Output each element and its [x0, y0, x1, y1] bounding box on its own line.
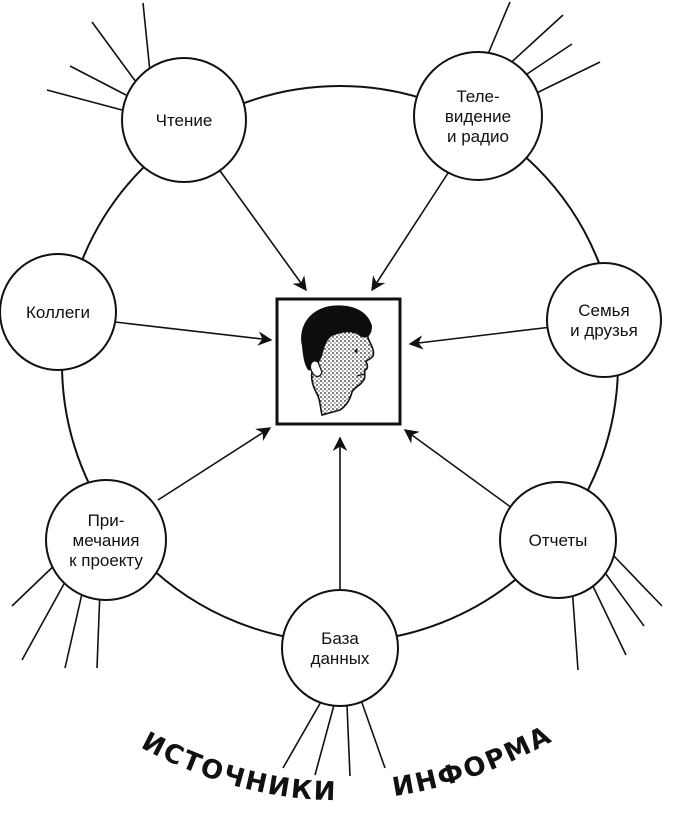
source-node-label: Коллеги [26, 303, 90, 322]
source-node-label: и друзья [570, 321, 638, 340]
source-node-circle [121, 57, 247, 183]
source-node-colleagues: Коллеги [0, 253, 117, 371]
source-node-reading: Чтение [121, 57, 247, 183]
person-head-icon [301, 305, 375, 416]
source-node-circle [499, 481, 617, 599]
source-node-circle [413, 51, 543, 181]
source-node-label: мечания [73, 531, 140, 550]
source-node-label: видение [445, 107, 511, 126]
arrow-notes [157, 427, 272, 501]
source-node-label: Теле- [456, 87, 499, 106]
center-person [275, 297, 402, 426]
arrow-reports [403, 429, 513, 509]
arrow-family [408, 325, 561, 350]
arrow-colleagues [114, 321, 273, 346]
source-node-circle [546, 262, 662, 378]
source-node-label: Отчеты [529, 531, 588, 550]
source-node-label: Чтение [156, 111, 213, 130]
arrow-reading [217, 167, 307, 292]
source-node-label: данных [311, 649, 370, 668]
source-node-label: При- [88, 511, 125, 530]
source-node-label: и радио [447, 127, 509, 146]
source-node-circle [45, 479, 167, 601]
arrow-tv-radio [371, 169, 451, 292]
source-node-label: к проекту [69, 551, 143, 570]
caption-word-1: ИСТОЧНИКИ [137, 727, 338, 808]
source-node-label: Семья [578, 301, 629, 320]
source-node-circle [0, 253, 117, 371]
source-node-label: База [321, 629, 359, 648]
source-node-circle [281, 589, 399, 707]
source-node-reports: Отчеты [499, 481, 617, 599]
arrows [114, 167, 561, 590]
